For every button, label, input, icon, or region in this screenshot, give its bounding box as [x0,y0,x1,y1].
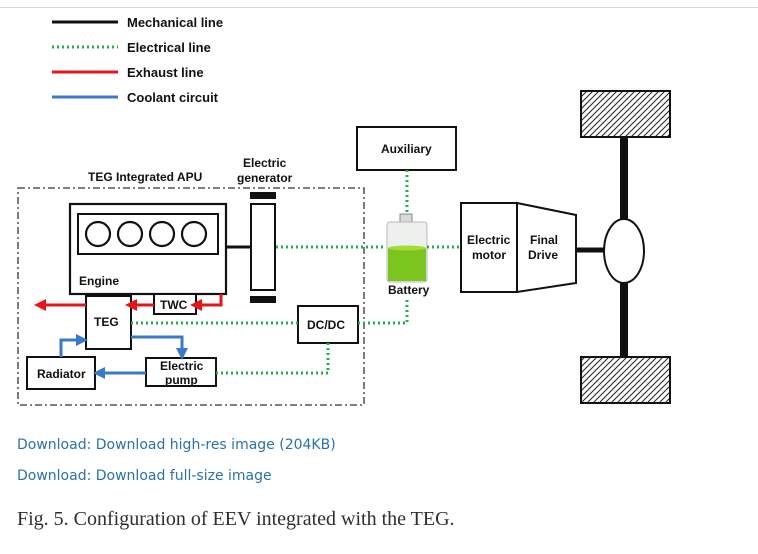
electric-generator [250,192,276,303]
wheel-upper-icon [580,90,671,138]
generator-label-line2: generator [237,171,293,185]
legend-electrical-label: Electrical line [127,40,211,55]
motor-label-line2: motor [472,248,506,262]
twc-label: TWC [160,298,188,312]
legend: Mechanical line Electrical line Exhaust … [52,15,223,105]
auxiliary-box [356,126,457,171]
cylinder-icon [84,220,112,248]
engine-block: Engine [68,202,228,296]
wheel-lower-icon [580,356,671,404]
coolant-lines [59,334,188,379]
final-drive-box [516,201,577,294]
teg-label: TEG [94,315,119,329]
apu-boundary [17,187,365,406]
legend-coolant-label: Coolant circuit [127,90,219,105]
final-drive-label-line2: Drive [528,248,558,262]
differential-icon [603,218,645,284]
figure-caption: Fig. 5. Configuration of EEV integrated … [17,508,455,530]
radiator-label: Radiator [37,367,86,381]
legend-mechanical-label: Mechanical line [127,15,223,30]
cylinder-icon [116,220,144,248]
electric-motor-box [460,202,518,293]
apu-title: TEG Integrated APU [88,170,202,184]
cylinder-icon [180,220,208,248]
download-full-size-link[interactable]: Download: Download full-size image [17,468,272,484]
motor-label-line1: Electric [467,233,511,247]
generator-label-line1: Electric [243,156,287,170]
eev-teg-diagram: Mechanical line Electrical line Exhaust … [17,15,671,406]
electric-pump-box [145,357,217,387]
electrical-lines [131,170,461,375]
download-high-res-link[interactable]: Download: Download high-res image (204KB… [17,437,336,453]
radiator-box [26,356,96,390]
pump-label-line1: Electric [160,359,204,373]
pump-label-line2: pump [165,373,198,387]
dcdc-label: DC/DC [307,318,345,332]
cylinder-icon [148,220,176,248]
top-divider [0,7,758,8]
auxiliary-label: Auxiliary [381,142,432,156]
download-links: Download: Download high-res image (204KB… [17,436,336,498]
exhaust-lines [34,294,223,311]
legend-exhaust-label: Exhaust line [127,65,204,80]
battery-label: Battery [388,283,430,297]
battery-icon [386,213,428,283]
final-drive-label-line1: Final [530,233,558,247]
engine-label: Engine [79,274,119,288]
teg-box [85,295,132,350]
